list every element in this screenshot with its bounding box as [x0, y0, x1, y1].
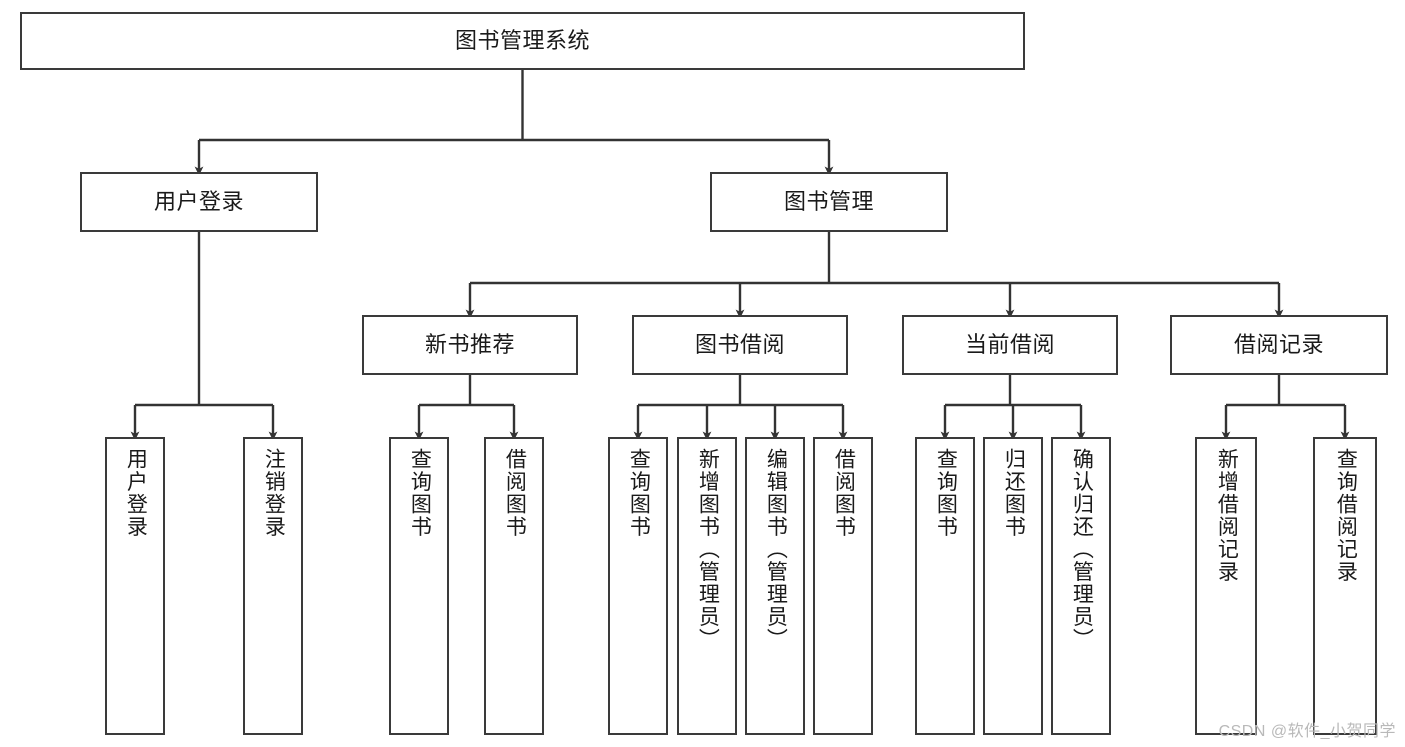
- node-leaf2[interactable]: 注销登录: [243, 437, 303, 735]
- node-label: 查询图书: [627, 448, 651, 538]
- node-label: 查询借阅记录: [1334, 448, 1358, 583]
- node-label: 编辑图书（管理员）: [764, 448, 788, 651]
- node-borrow[interactable]: 图书借阅: [632, 315, 848, 375]
- node-label: 借阅记录: [1233, 331, 1324, 357]
- node-label: 查询图书: [934, 448, 958, 538]
- node-leaf12[interactable]: 新增借阅记录: [1195, 437, 1257, 735]
- node-newbook[interactable]: 新书推荐: [362, 315, 578, 375]
- node-label: 图书管理: [783, 188, 874, 214]
- node-label: 用户登录: [124, 448, 148, 538]
- node-label: 新书推荐: [424, 331, 515, 357]
- node-leaf7[interactable]: 编辑图书（管理员）: [745, 437, 805, 735]
- node-label: 新增借阅记录: [1215, 448, 1239, 583]
- node-leaf5[interactable]: 查询图书: [608, 437, 668, 735]
- node-leaf3[interactable]: 查询图书: [389, 437, 449, 735]
- node-root[interactable]: 图书管理系统: [20, 12, 1025, 70]
- node-leaf4[interactable]: 借阅图书: [484, 437, 544, 735]
- node-records[interactable]: 借阅记录: [1170, 315, 1388, 375]
- node-leaf11[interactable]: 确认归还（管理员）: [1051, 437, 1111, 735]
- watermark: CSDN @软件_小贺同学: [1218, 723, 1396, 740]
- node-label: 借阅图书: [503, 448, 527, 538]
- node-login[interactable]: 用户登录: [80, 172, 318, 232]
- node-label: 归还图书: [1002, 448, 1026, 538]
- node-label: 注销登录: [262, 448, 286, 538]
- node-label: 图书管理系统: [454, 27, 590, 53]
- node-leaf1[interactable]: 用户登录: [105, 437, 165, 735]
- node-leaf9[interactable]: 查询图书: [915, 437, 975, 735]
- node-label: 图书借阅: [694, 331, 785, 357]
- node-leaf6[interactable]: 新增图书（管理员）: [677, 437, 737, 735]
- node-leaf8[interactable]: 借阅图书: [813, 437, 873, 735]
- node-label: 新增图书（管理员）: [696, 448, 720, 651]
- node-label: 确认归还（管理员）: [1070, 448, 1094, 651]
- node-bookmgmt[interactable]: 图书管理: [710, 172, 948, 232]
- node-label: 查询图书: [408, 448, 432, 538]
- node-current[interactable]: 当前借阅: [902, 315, 1118, 375]
- node-label: 当前借阅: [964, 331, 1055, 357]
- node-label: 借阅图书: [832, 448, 856, 538]
- node-label: 用户登录: [153, 188, 244, 214]
- node-leaf10[interactable]: 归还图书: [983, 437, 1043, 735]
- node-leaf13[interactable]: 查询借阅记录: [1313, 437, 1377, 735]
